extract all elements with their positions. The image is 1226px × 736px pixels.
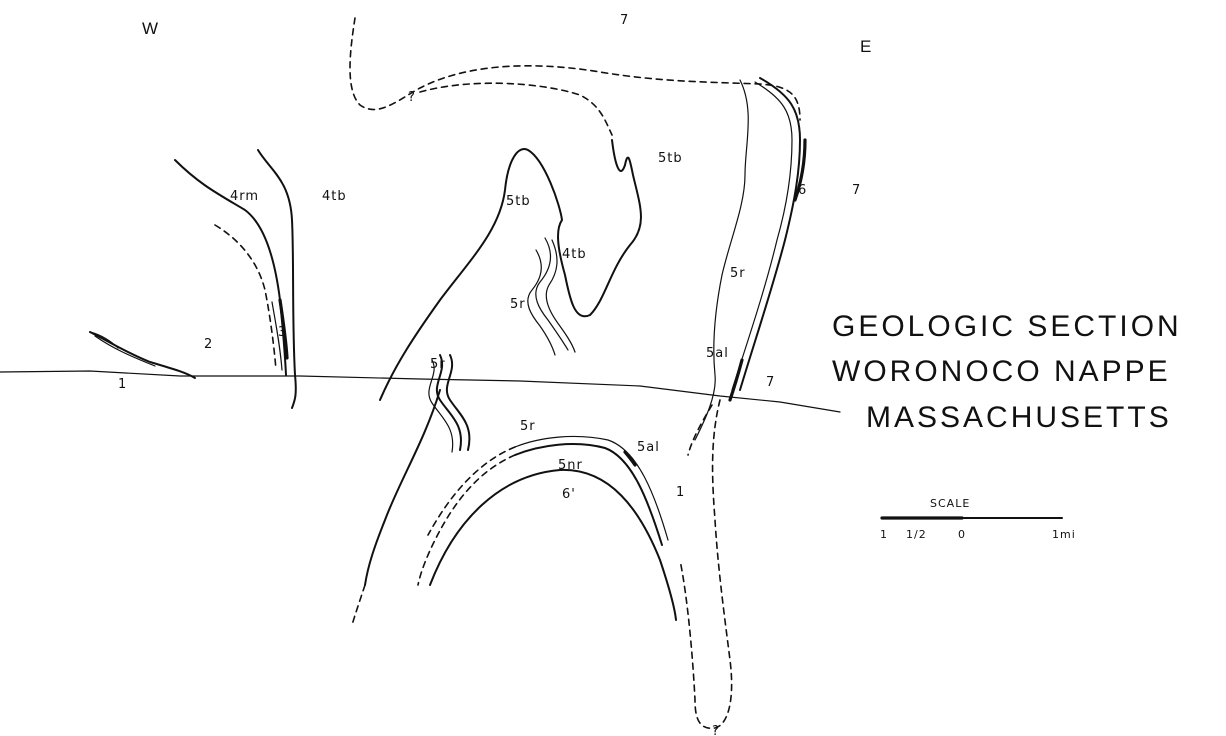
unit-label-5al-east: 5al — [706, 346, 729, 361]
upper-dashed-contact — [350, 18, 800, 120]
unit-label-4tb-center: 4tb — [562, 247, 587, 262]
unit-label-2: 2 — [204, 337, 213, 352]
contact-5al-arch-bold — [625, 452, 635, 465]
unit-label-7-right: 7 — [852, 183, 861, 198]
scale-tick-half: 1/2 — [906, 528, 927, 541]
contact-5r-lower-fold-2 — [447, 355, 470, 450]
scale-heading: SCALE — [930, 497, 970, 510]
unit-label-5r-arch: 5r — [520, 419, 536, 434]
contact-4rm-dashed — [215, 225, 276, 370]
scale-tick-1: 1 — [880, 528, 888, 541]
title-line-2: WORONOCO NAPPE — [832, 355, 1171, 388]
unit-label-5al-arch: 5al — [637, 440, 660, 455]
unit-label-6prime: 6' — [562, 487, 576, 502]
inner-dashed-contact — [420, 83, 612, 135]
unit-label-1-east: 1 — [676, 485, 685, 500]
contact-5nr-antiform — [515, 444, 662, 545]
contact-6-east-inner — [732, 82, 792, 390]
contact-left-central-dashed — [352, 585, 365, 625]
contact-6prime-antiform — [430, 470, 676, 620]
unit-label-5nr: 5nr — [558, 458, 583, 473]
unit-label-1-west: 1 — [118, 377, 127, 392]
east-label: E — [860, 37, 871, 56]
question-mark-bottom: ? — [712, 724, 720, 736]
contact-5al-bold-segment — [730, 360, 742, 400]
contact-5tb-outline — [380, 140, 641, 400]
unit-label-7-top: 7 — [620, 13, 629, 28]
unit-label-4tb-west: 4tb — [322, 189, 347, 204]
scale-tick-0: 0 — [958, 528, 966, 541]
unit-label-3: 3 — [278, 325, 287, 340]
unit-label-5tb-top: 5tb — [658, 151, 683, 166]
unit-label-6: 6 — [798, 183, 807, 198]
contact-antiform-dashed-west-2 — [428, 447, 515, 535]
contact-left-central — [365, 390, 440, 585]
question-mark-top: ? — [408, 90, 416, 105]
lower-east-dashed-contact — [680, 400, 732, 728]
unit-label-5r-center: 5r — [510, 297, 526, 312]
unit-label-5r-lower: 5r — [430, 357, 446, 372]
unit-label-5r-east: 5r — [730, 266, 746, 281]
unit-label-5tb-center: 5tb — [506, 194, 531, 209]
west-label: W — [142, 19, 158, 38]
unit-label-4rm: 4rm — [230, 189, 259, 204]
unit-label-7-lower: 7 — [766, 375, 775, 390]
contact-5r-center-fold-3 — [528, 250, 555, 355]
title-line-1: GEOLOGIC SECTION — [832, 310, 1182, 343]
title-line-3: MASSACHUSETTS — [866, 401, 1172, 434]
scale-tick-end: 1mi — [1052, 528, 1076, 541]
